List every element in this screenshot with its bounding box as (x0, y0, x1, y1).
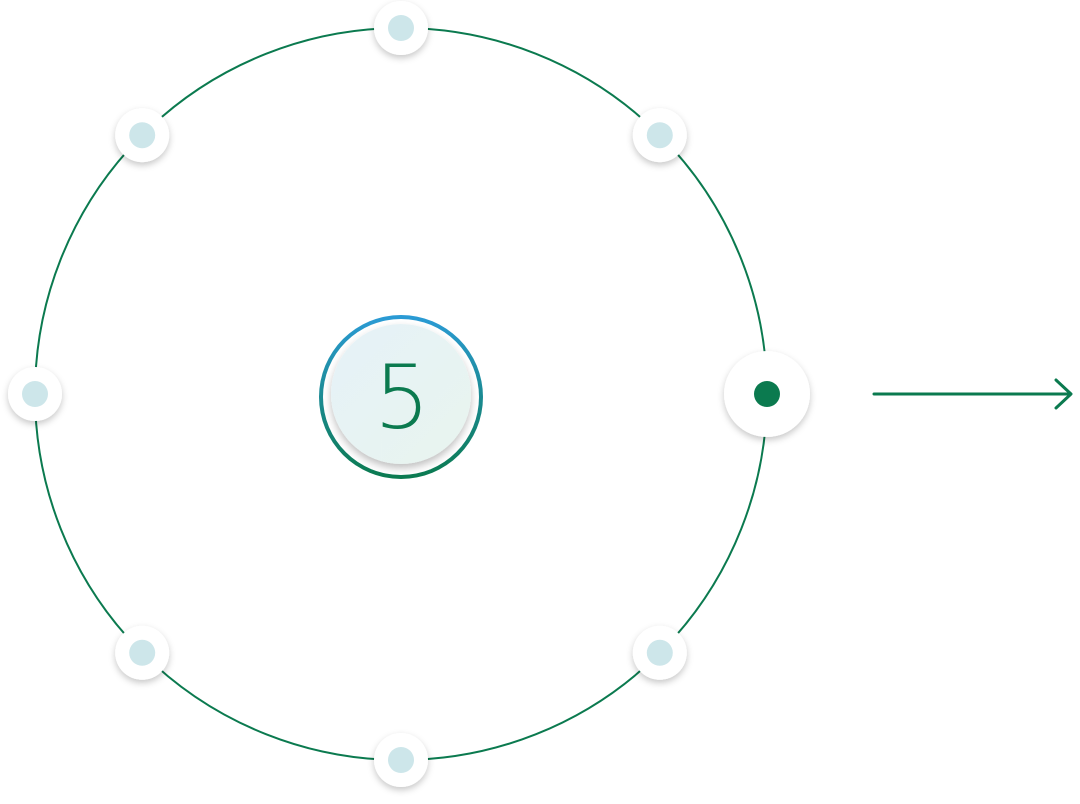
center-badge (319, 315, 483, 479)
node-bottom-left (115, 625, 170, 680)
orbit-nodes (8, 1, 810, 787)
node-top (374, 1, 428, 55)
node-bottom (374, 733, 428, 787)
node-top-left (115, 108, 170, 163)
node-top-right (632, 108, 687, 163)
node-right (724, 351, 810, 437)
arrow-right-icon (872, 378, 1073, 410)
node-bottom-right (632, 625, 687, 680)
node-left (8, 367, 62, 421)
